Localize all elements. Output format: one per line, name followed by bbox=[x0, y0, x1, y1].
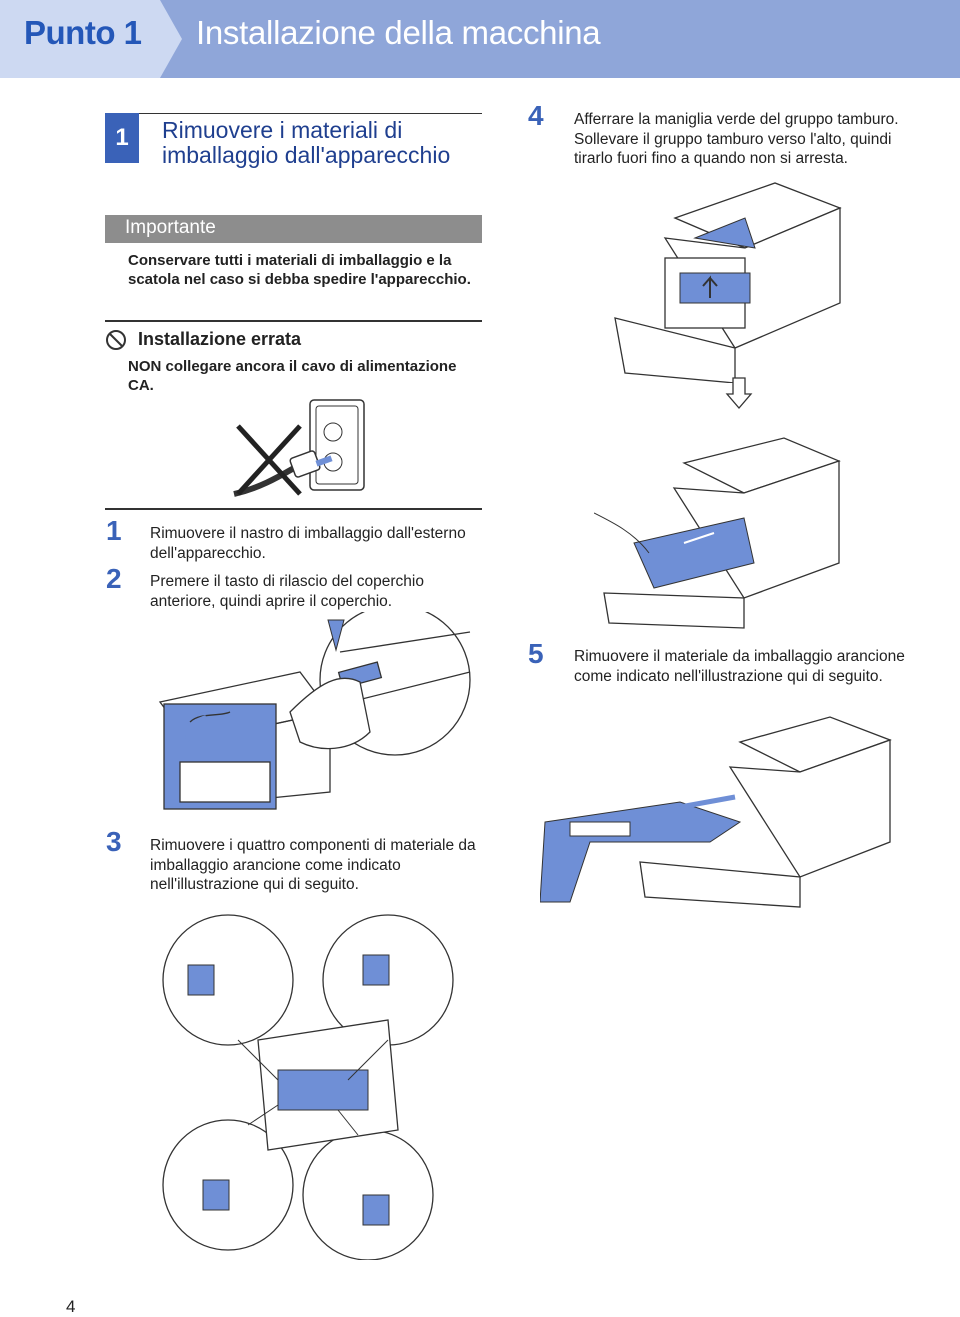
section-number-badge: 1 bbox=[105, 113, 139, 163]
front-cover-illustration bbox=[158, 612, 471, 810]
warning-title: Installazione errata bbox=[138, 329, 302, 349]
page-number: 4 bbox=[66, 1297, 76, 1316]
step-text: Rimuovere i quattro componenti di materi… bbox=[150, 837, 476, 893]
step-number: 4 bbox=[528, 100, 544, 131]
page-header: Punto 1 Installazione della macchina bbox=[0, 0, 960, 78]
warning-text: NON collegare ancora il cavo di alimenta… bbox=[128, 358, 457, 394]
step-text: Premere il tasto di rilascio del coperch… bbox=[150, 573, 424, 610]
page-title: Installazione della macchina bbox=[196, 14, 601, 51]
step-number: 5 bbox=[528, 638, 544, 669]
drum-unit-open-illustration bbox=[594, 437, 841, 629]
divider bbox=[105, 320, 482, 322]
down-arrow-icon bbox=[725, 377, 753, 409]
step-text: Afferrare la maniglia verde del gruppo t… bbox=[574, 111, 899, 167]
drum-unit-pull-illustration bbox=[614, 182, 842, 383]
section-title: Rimuovere i materiali di imballaggio dal… bbox=[162, 117, 451, 168]
power-plug-illustration bbox=[233, 399, 365, 497]
divider bbox=[105, 113, 482, 114]
step-tab: Punto 1 bbox=[0, 0, 182, 78]
step-text: Rimuovere il nastro di imballaggio dall'… bbox=[150, 525, 466, 562]
step-number: 1 bbox=[106, 515, 122, 546]
packing-parts-illustration bbox=[162, 914, 454, 1260]
step-number: 2 bbox=[106, 563, 122, 594]
important-label: Importante bbox=[125, 217, 216, 238]
step-number: 3 bbox=[106, 826, 122, 857]
important-bar bbox=[105, 215, 482, 243]
important-text: Conservare tutti i materiali di imballag… bbox=[128, 252, 471, 288]
prohibited-icon bbox=[106, 330, 126, 350]
remove-packing-illustration bbox=[540, 716, 892, 908]
step-label: Punto 1 bbox=[24, 14, 142, 51]
divider bbox=[105, 508, 482, 510]
step-text: Rimuovere il materiale da imballaggio ar… bbox=[574, 648, 905, 685]
